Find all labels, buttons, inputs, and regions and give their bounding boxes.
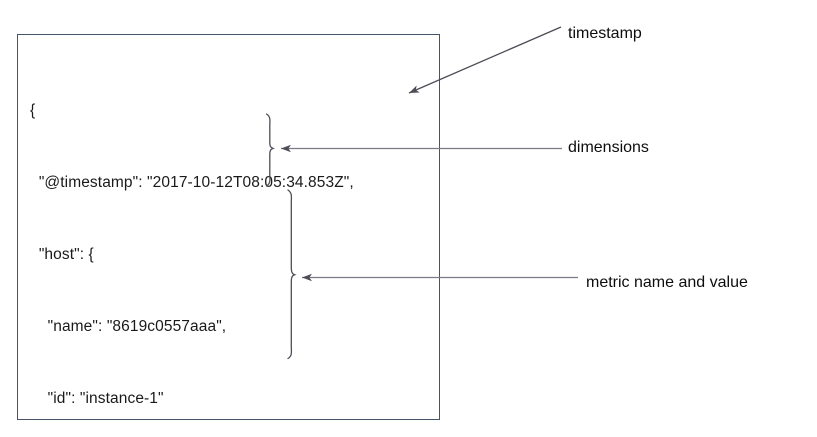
annotation-label-timestamp: timestamp <box>568 25 642 42</box>
annotation-label-metric: metric name and value <box>586 274 748 291</box>
json-line-host-open: "host": { <box>30 246 94 263</box>
annotation-label-dimensions: dimensions <box>568 139 649 156</box>
json-line-host-name: "name": "8619c0557aaa", <box>30 318 227 335</box>
json-document-panel: { "@timestamp": "2017-10-12T08:05:34.853… <box>17 34 440 420</box>
json-line-host-id: "id": "instance-1" <box>30 390 164 407</box>
json-code-block: { "@timestamp": "2017-10-12T08:05:34.853… <box>30 51 354 437</box>
json-line-timestamp: "@timestamp": "2017-10-12T08:05:34.853Z"… <box>30 174 354 191</box>
json-line: { <box>30 102 36 119</box>
